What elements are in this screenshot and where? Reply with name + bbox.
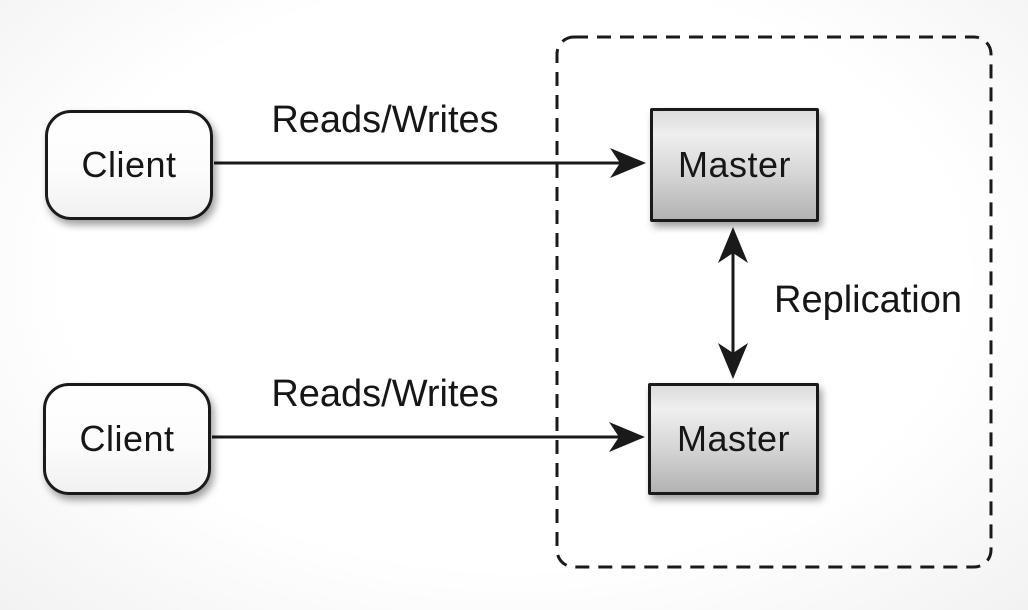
master-node-bottom-label: Master: [676, 418, 791, 459]
arrowhead-right-icon: [609, 422, 645, 452]
edge-label-reads-writes-bottom: Reads/Writes: [271, 373, 499, 415]
arrowhead-down-icon: [718, 343, 748, 379]
master-node-top: Master: [650, 108, 819, 222]
replication-group-dashed-border: [555, 35, 993, 569]
reads-writes-arrow-top: [214, 148, 646, 178]
client-node-top-label: Client: [81, 144, 177, 185]
arrowhead-up-icon: [718, 227, 748, 263]
master-node-bottom: Master: [648, 383, 819, 495]
client-node-bottom-label: Client: [79, 418, 175, 459]
replication-arrow: [718, 227, 748, 379]
client-node-top: Client: [45, 110, 213, 220]
master-node-top-label: Master: [677, 144, 792, 185]
edge-label-replication: Replication: [774, 279, 962, 321]
client-node-bottom: Client: [43, 383, 211, 495]
reads-writes-arrow-bottom: [212, 422, 645, 452]
arrowhead-right-icon: [610, 148, 646, 178]
edge-label-reads-writes-top: Reads/Writes: [271, 99, 499, 141]
